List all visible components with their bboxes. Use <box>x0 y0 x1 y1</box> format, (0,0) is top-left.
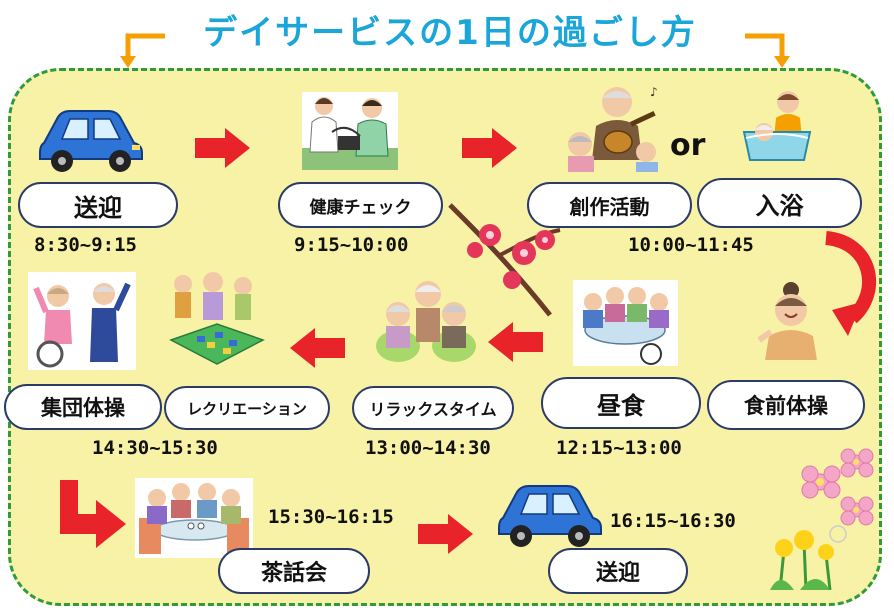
step-tea-party-label: 茶話会 <box>218 548 370 594</box>
step-group-exercise-label: 集団体操 <box>4 384 162 430</box>
svg-text:♪: ♪ <box>650 85 658 99</box>
arrow-left-icon <box>488 322 543 362</box>
tea-party-icon <box>135 478 253 558</box>
arrow-curve-down-icon <box>824 231 876 336</box>
step-relax-label: リラックスタイム <box>352 386 514 430</box>
stethoscope-doctor-icon <box>302 92 398 170</box>
step-lunch-time: 12:15~13:00 <box>556 437 682 459</box>
guitar-singing-icon: ♪ <box>568 85 658 172</box>
step-recreation-label: レクリエーション <box>164 386 330 430</box>
car-icon <box>39 110 143 172</box>
page-title: デイサービスの1日の過ごし方 <box>203 13 697 53</box>
arrow-elbow-right-icon <box>60 480 126 548</box>
or-connector: or <box>670 128 706 163</box>
stretching-elders-icon <box>28 272 136 370</box>
step-health-check-label: 健康チェック <box>278 182 443 228</box>
car-icon <box>498 485 602 547</box>
step-group-rec-time: 14:30~15:30 <box>92 437 218 459</box>
lunch-table-icon <box>573 280 678 366</box>
step-tea-party-time: 15:30~16:15 <box>268 506 394 528</box>
title-bracket-right-icon <box>745 33 790 68</box>
arrow-right-icon <box>195 128 250 168</box>
relaxing-elders-icon <box>376 281 476 362</box>
step-dropoff-label: 送迎 <box>548 548 688 594</box>
step-pickup-label: 送迎 <box>18 182 178 228</box>
title-bracket-left-icon <box>120 33 165 68</box>
arrow-right-icon <box>418 514 473 554</box>
step-creative-label: 創作活動 <box>527 182 692 228</box>
step-dropoff-time: 16:15~16:30 <box>610 510 736 532</box>
step-pre-meal-exercise-label: 食前体操 <box>707 380 865 430</box>
step-relax-time: 13:00~14:30 <box>365 437 491 459</box>
bath-icon <box>742 91 812 161</box>
step-creative-bath-time: 10:00~11:45 <box>628 234 754 256</box>
plum-blossom-icon <box>448 203 561 317</box>
step-lunch-label: 昼食 <box>541 377 701 429</box>
dandelion-icon <box>770 525 847 591</box>
step-bath-label: 入浴 <box>697 178 862 228</box>
arrow-right-icon <box>462 128 517 168</box>
pink-flowers-icon <box>801 448 874 526</box>
board-game-icon <box>169 272 265 365</box>
arrow-left-icon <box>290 328 345 368</box>
step-pickup-time: 8:30~9:15 <box>34 234 137 256</box>
elderly-woman-icon <box>757 282 817 360</box>
step-health-check-time: 9:15~10:00 <box>294 234 409 256</box>
